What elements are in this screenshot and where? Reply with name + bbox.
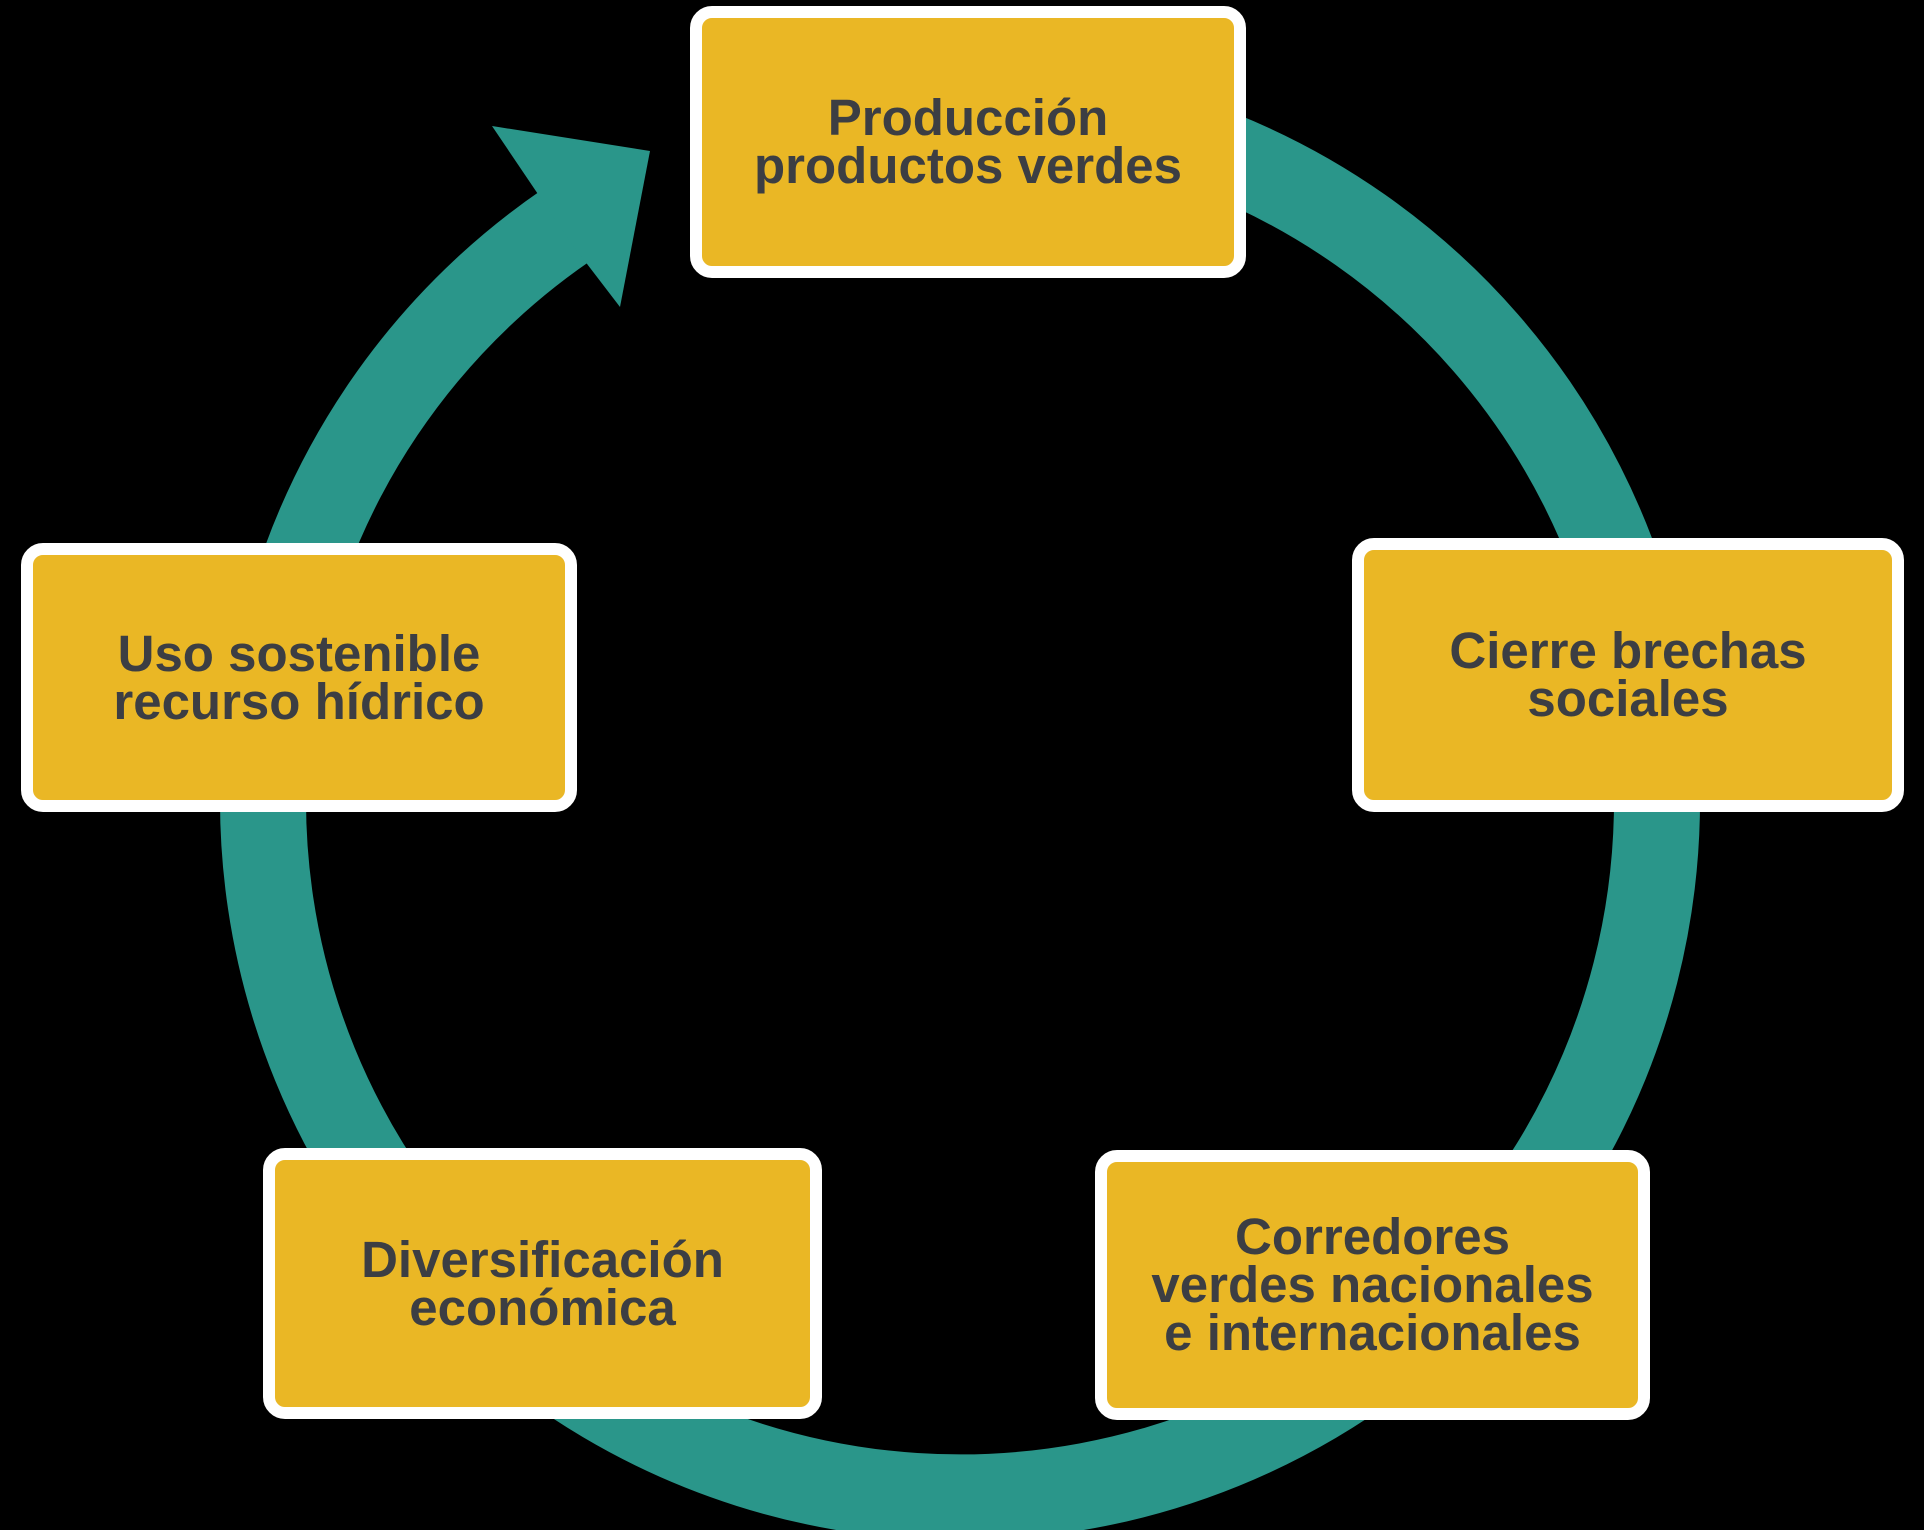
node-cierre-brechas-sociales: Cierre brechas sociales [1352,538,1904,812]
node-label: Diversificación económica [361,1230,724,1336]
node-label: Uso sostenible recurso hídrico [113,624,485,730]
node-uso-sostenible-recurso-hidrico: Uso sostenible recurso hídrico [21,543,577,812]
node-label: Producción productos verdes [754,89,1182,194]
node-diversificacion-economica: Diversificación económica [263,1148,822,1419]
node-corredores-verdes: Corredores verdes nacionales e internaci… [1095,1150,1650,1420]
cycle-arrow-head-icon [492,126,650,307]
node-label: Corredores verdes nacionales e internaci… [1151,1208,1594,1361]
node-produccion-productos-verdes: Producción productos verdes [690,6,1246,278]
node-label: Cierre brechas sociales [1449,622,1807,727]
